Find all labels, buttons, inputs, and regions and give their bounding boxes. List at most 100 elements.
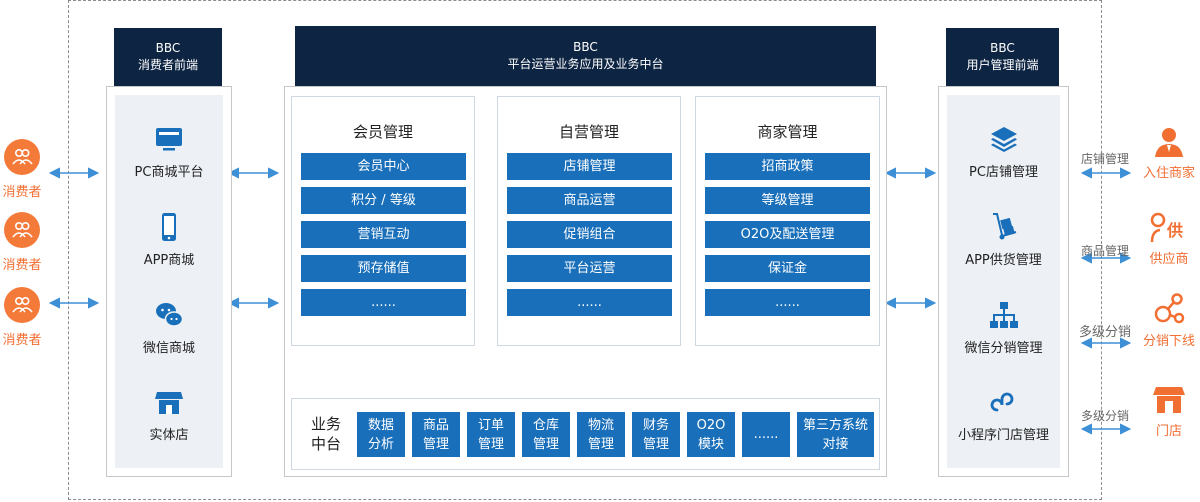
module-item[interactable]: ...... — [705, 289, 870, 316]
line2: 管理 — [477, 436, 504, 452]
item-physical-store[interactable]: 实体店 — [115, 386, 223, 443]
link-label-store-manage: 店铺管理 — [1080, 152, 1129, 166]
module-item[interactable]: 平台运营 — [507, 255, 672, 282]
line1: O2O — [696, 417, 726, 433]
middle-label: 业务 中台 — [302, 414, 350, 454]
line2: 分析 — [367, 436, 394, 452]
item-label: APP供货管理 — [965, 253, 1042, 268]
role-merchant: 入住商家 — [1138, 126, 1200, 181]
user-front-list: PC店铺管理 APP供货管理 微信分销管理 小程序门店管理 — [947, 95, 1060, 468]
middle-item-o2o[interactable]: O2O 模块 — [687, 412, 735, 457]
consumer-front-list: PC商城平台 APP商城 微信商城 实体店 — [115, 95, 223, 468]
module-item[interactable]: 商品运营 — [507, 187, 672, 214]
consumer-label: 消费者 — [2, 333, 42, 348]
platform-panel: 会员管理 会员中心 积分 / 等级 营销互动 预存储值 ...... 自营管理 … — [284, 86, 887, 477]
middle-item-warehouse[interactable]: 仓库管理 — [522, 412, 570, 457]
role-label: 入住商家 — [1142, 166, 1195, 181]
item-pc-mall[interactable]: PC商城平台 — [115, 123, 223, 180]
link-label-multi-distribution-2: 多级分销 — [1080, 409, 1129, 423]
consumer-1: 消费者 — [0, 139, 44, 200]
module-item[interactable]: 保证金 — [705, 255, 870, 282]
item-label: PC商城平台 — [134, 165, 204, 180]
consumer-3: 消费者 — [0, 287, 44, 348]
module-merchant: 商家管理 招商政策 等级管理 O2O及配送管理 保证金 ...... — [695, 96, 880, 346]
platform-header: BBC 平台运营业务应用及业务中台 — [295, 26, 876, 86]
supplier-icon: 供 — [1149, 212, 1189, 244]
user-group-icon — [4, 287, 40, 323]
mobile-phone-icon — [162, 213, 176, 241]
role-distributor: 分销下线 — [1138, 292, 1200, 349]
line1: 商品 — [422, 417, 449, 433]
user-group-icon — [4, 139, 40, 175]
outer-dashed-frame — [68, 0, 1102, 500]
item-label: PC店铺管理 — [969, 165, 1038, 180]
module-item[interactable]: 会员中心 — [301, 153, 466, 180]
header-line2: 平台运营业务应用及业务中台 — [507, 57, 664, 71]
line1: ...... — [753, 427, 779, 442]
middle-item-finance[interactable]: 财务管理 — [632, 412, 680, 457]
item-miniprogram-store[interactable]: 小程序门店管理 — [947, 386, 1060, 443]
supplier-icon-char: 供 — [1167, 221, 1184, 240]
middle-item-third-party[interactable]: 第三方系统对接 — [797, 412, 874, 457]
line1: 仓库 — [532, 417, 559, 433]
consumer-label: 消费者 — [2, 258, 42, 273]
item-wechat-distribution[interactable]: 微信分销管理 — [947, 299, 1060, 356]
line2: 模块 — [697, 436, 724, 452]
module-title: 会员管理 — [352, 123, 413, 141]
middle-label-line2: 中台 — [310, 435, 341, 453]
monitor-icon — [156, 128, 182, 151]
line1: 财务 — [642, 417, 669, 433]
module-self-operated: 自营管理 店铺管理 商品运营 促销组合 平台运营 ...... — [497, 96, 681, 346]
header-line1: BBC — [573, 40, 598, 54]
middle-item-order[interactable]: 订单管理 — [467, 412, 515, 457]
item-pc-store-manage[interactable]: PC店铺管理 — [947, 123, 1060, 180]
module-item[interactable]: 招商政策 — [705, 153, 870, 180]
middle-item-data-analysis[interactable]: 数据分析 — [357, 412, 405, 457]
layers-icon — [990, 127, 1017, 152]
line1: 数据 — [367, 417, 394, 433]
module-item[interactable]: O2O及配送管理 — [705, 221, 870, 248]
header-line1: BBC — [990, 41, 1015, 55]
link-label-multi-distribution: 多级分销 — [1078, 325, 1131, 340]
module-item[interactable]: 预存储值 — [301, 255, 466, 282]
user-front-panel: PC店铺管理 APP供货管理 微信分销管理 小程序门店管理 — [938, 86, 1069, 477]
module-item[interactable]: 店铺管理 — [507, 153, 672, 180]
line2: 管理 — [422, 436, 449, 452]
module-item[interactable]: 积分 / 等级 — [301, 187, 466, 214]
middle-item-product[interactable]: 商品管理 — [412, 412, 460, 457]
module-item[interactable]: 促销组合 — [507, 221, 672, 248]
line1: 订单 — [477, 417, 504, 433]
module-item[interactable]: ...... — [507, 289, 672, 316]
item-label: APP商城 — [143, 253, 195, 268]
line1: 物流 — [587, 417, 614, 433]
role-store: 门店 — [1138, 384, 1200, 439]
hand-truck-icon — [992, 213, 1016, 240]
store-icon — [155, 392, 183, 414]
item-label: 实体店 — [149, 428, 189, 443]
role-label: 分销下线 — [1142, 334, 1195, 349]
hierarchy-icon — [989, 302, 1018, 328]
module-item[interactable]: ...... — [301, 289, 466, 316]
role-label: 供应商 — [1149, 252, 1189, 267]
consumer-front-panel: PC商城平台 APP商城 微信商城 实体店 — [106, 86, 232, 477]
item-label: 微信分销管理 — [964, 341, 1043, 356]
header-line2: 用户管理前端 — [966, 58, 1039, 72]
header-line2: 消费者前端 — [137, 58, 198, 72]
item-app-mall[interactable]: APP商城 — [115, 211, 223, 268]
middle-item-more[interactable]: ...... — [742, 412, 790, 457]
middle-item-logistics[interactable]: 物流管理 — [577, 412, 625, 457]
item-app-supply-manage[interactable]: APP供货管理 — [947, 211, 1060, 268]
mini-program-icon — [990, 392, 1013, 412]
middle-label-line1: 业务 — [310, 415, 341, 433]
module-item[interactable]: 等级管理 — [705, 187, 870, 214]
line1: 第三方系统 — [802, 417, 868, 433]
item-wechat-mall[interactable]: 微信商城 — [115, 299, 223, 356]
line2: 管理 — [642, 436, 669, 452]
header-line1: BBC — [155, 41, 181, 55]
store-front-icon — [1153, 387, 1185, 413]
consumer-front-header: BBC 消费者前端 — [114, 28, 222, 86]
module-item[interactable]: 营销互动 — [301, 221, 466, 248]
item-label: 微信商城 — [142, 341, 195, 356]
item-label: 小程序门店管理 — [957, 428, 1049, 443]
share-nodes-icon — [1154, 293, 1185, 324]
